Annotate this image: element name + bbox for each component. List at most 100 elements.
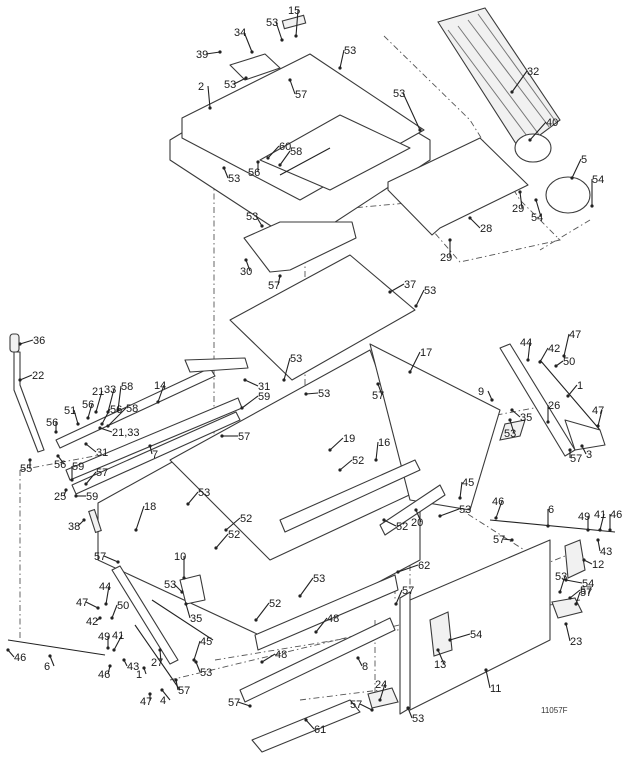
leader-line	[359, 703, 373, 711]
hardware-point	[374, 458, 378, 462]
leader-line	[85, 443, 97, 453]
callout-label: 22	[32, 370, 44, 382]
callout-label: 52	[228, 529, 240, 541]
callout-57: 57	[220, 431, 250, 443]
callout-label: 44	[99, 581, 111, 593]
hardware-point	[534, 198, 538, 202]
hardware-point	[220, 434, 224, 438]
leader-line	[527, 341, 531, 361]
hardware-point	[96, 606, 100, 610]
leader-line	[19, 374, 33, 381]
hardware-point	[76, 422, 80, 426]
discharge-hose	[437, 7, 591, 214]
callout-22: 22	[18, 370, 44, 382]
callout-47: 47	[562, 329, 581, 358]
hardware-point	[406, 706, 410, 710]
callout-label: 19	[343, 433, 355, 445]
callout-label: 54	[531, 212, 543, 224]
callout-label: 53	[555, 571, 567, 583]
callout-label: 46	[610, 509, 622, 521]
callout-label: 13	[434, 659, 446, 671]
callout-56: 56	[54, 454, 66, 471]
callout-44: 44	[99, 581, 111, 606]
bracket-10	[179, 574, 206, 605]
callout-42: 42	[538, 343, 560, 364]
callout-label: 9	[478, 386, 484, 398]
hardware-point	[74, 494, 78, 498]
hardware-point	[106, 646, 110, 650]
callout-7: 7	[148, 444, 158, 461]
hardware-point	[538, 360, 542, 364]
hardware-point	[110, 616, 114, 620]
callout-label: 23	[570, 636, 582, 648]
leader-line	[597, 539, 601, 552]
callout-label: 59	[86, 491, 98, 503]
leader-line	[233, 77, 247, 85]
hardware-point	[510, 90, 514, 94]
callout-38: 38	[68, 518, 86, 533]
callout-label: 7	[152, 449, 158, 461]
hardware-point	[266, 156, 270, 160]
handle-grip	[9, 333, 20, 353]
callout-46: 46	[98, 664, 112, 681]
callout-label: 53	[266, 17, 278, 29]
callout-label: 58	[290, 146, 302, 158]
callout-57: 57	[84, 467, 108, 486]
callout-label: 55	[20, 463, 32, 475]
hardware-point	[250, 50, 254, 54]
callout-label: 56	[54, 459, 66, 471]
callout-53: 53	[186, 487, 210, 506]
hardware-point	[314, 630, 318, 634]
hardware-point	[338, 66, 342, 70]
callout-label: 31	[258, 381, 270, 393]
callout-label: 53	[344, 45, 356, 57]
callout-53: 53	[504, 418, 516, 440]
callout-label: 48	[327, 613, 339, 625]
hardware-point	[468, 216, 472, 220]
callout-57: 57	[372, 382, 384, 402]
hardware-point	[70, 478, 74, 482]
leader-line	[389, 283, 405, 293]
leader-line	[509, 419, 515, 434]
leader-line	[459, 481, 463, 499]
callout-label: 18	[144, 501, 156, 513]
callout-57: 57	[174, 678, 190, 697]
callout-label: 57	[350, 699, 362, 711]
leader-line	[511, 70, 528, 93]
hardware-point	[546, 420, 550, 424]
callout-label: 53	[393, 88, 405, 100]
leader-line	[567, 384, 578, 397]
hardware-point	[112, 648, 116, 652]
callout-15: 15	[288, 5, 300, 38]
hardware-point	[174, 678, 178, 682]
callout-label: 52	[396, 521, 408, 533]
hardware-point	[294, 34, 298, 38]
hardware-point	[134, 528, 138, 532]
callout-58: 58	[278, 146, 302, 167]
callout-label: 53	[246, 211, 258, 223]
callout-label: 32	[527, 66, 539, 78]
callout-35: 35	[510, 408, 532, 424]
leader-line	[329, 437, 344, 451]
callout-30: 30	[240, 258, 252, 278]
hardware-point	[508, 418, 512, 422]
callout-label: 57	[580, 587, 592, 599]
callout-label: 41	[112, 630, 124, 642]
hardware-point	[278, 163, 282, 167]
hardware-point	[254, 618, 258, 622]
hardware-point	[298, 594, 302, 598]
leader-line	[255, 215, 263, 227]
access-lid	[229, 53, 281, 81]
leader-line	[245, 259, 251, 272]
hardware-point	[160, 688, 164, 692]
callout-57: 57	[574, 587, 592, 606]
callout-label: 54	[582, 578, 594, 590]
hardware-point	[186, 502, 190, 506]
hardware-point	[408, 370, 412, 374]
leader-line	[511, 409, 521, 418]
leader-line	[73, 409, 79, 425]
callout-1: 1	[566, 380, 583, 398]
callout-47: 47	[76, 597, 100, 610]
callout-56: 56	[82, 399, 94, 420]
callout-label: 53	[224, 79, 236, 91]
